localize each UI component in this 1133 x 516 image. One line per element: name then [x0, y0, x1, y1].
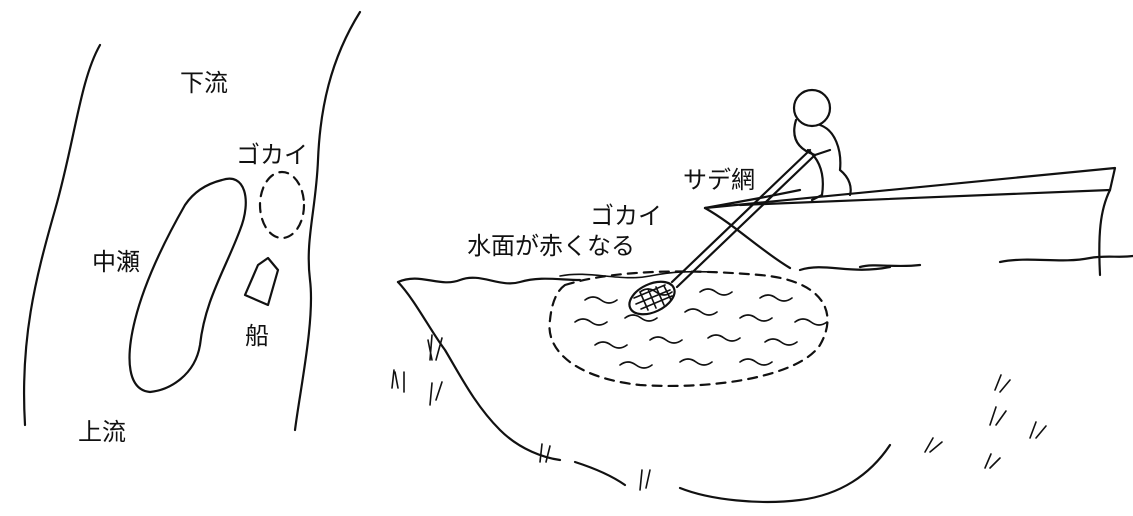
water-surface-left	[396, 276, 582, 285]
riverbed-line-2	[573, 460, 627, 487]
nakase-island	[128, 177, 247, 394]
river-right-bank	[293, 10, 362, 432]
net-pole	[670, 148, 817, 289]
water-surface-right2	[858, 263, 922, 269]
grass-tuft	[984, 453, 1001, 469]
fishing-scene	[396, 88, 1133, 504]
label-upstream: 上流	[78, 418, 126, 446]
sade-net-frame	[628, 280, 676, 316]
grass-tuft	[391, 369, 405, 393]
label-boat: 船	[245, 322, 269, 350]
water-surface-right3	[998, 254, 1133, 264]
grass-tuft	[994, 374, 1011, 393]
label-gokai-scene: ゴカイ	[590, 202, 662, 230]
ripples	[574, 288, 828, 369]
label-gokai-pool: ゴカイ	[236, 141, 308, 169]
boat-hull	[703, 166, 1117, 277]
grass-tuft	[429, 381, 443, 406]
grass-tuft	[1029, 421, 1047, 439]
grass-tuft	[989, 406, 1007, 426]
boat-marker	[243, 256, 280, 307]
boat-bow-line	[703, 188, 802, 210]
grass-tuft	[427, 334, 443, 361]
red-water-area	[548, 270, 829, 388]
grass-tufts	[391, 334, 1047, 491]
fisherman-head	[792, 88, 832, 128]
label-downstream: 下流	[180, 69, 228, 97]
boat-gunwale	[703, 188, 1112, 270]
sade-net-mesh	[633, 284, 673, 311]
gokai-area-outline	[258, 170, 306, 240]
water-surface-right1	[798, 265, 892, 272]
grass-tuft	[539, 443, 551, 463]
grass-tuft	[639, 469, 651, 491]
riverbed-line	[396, 280, 562, 462]
fisherman-body	[793, 118, 852, 202]
label-red-surface: 水面が赤くなる	[467, 232, 635, 260]
label-nakase: 中瀬	[92, 248, 140, 276]
grass-tuft	[924, 437, 943, 453]
river-map	[22, 10, 362, 432]
river-left-bank	[22, 43, 102, 427]
label-sade-net: サデ網	[683, 166, 755, 194]
riverbed-line-3	[678, 443, 892, 504]
